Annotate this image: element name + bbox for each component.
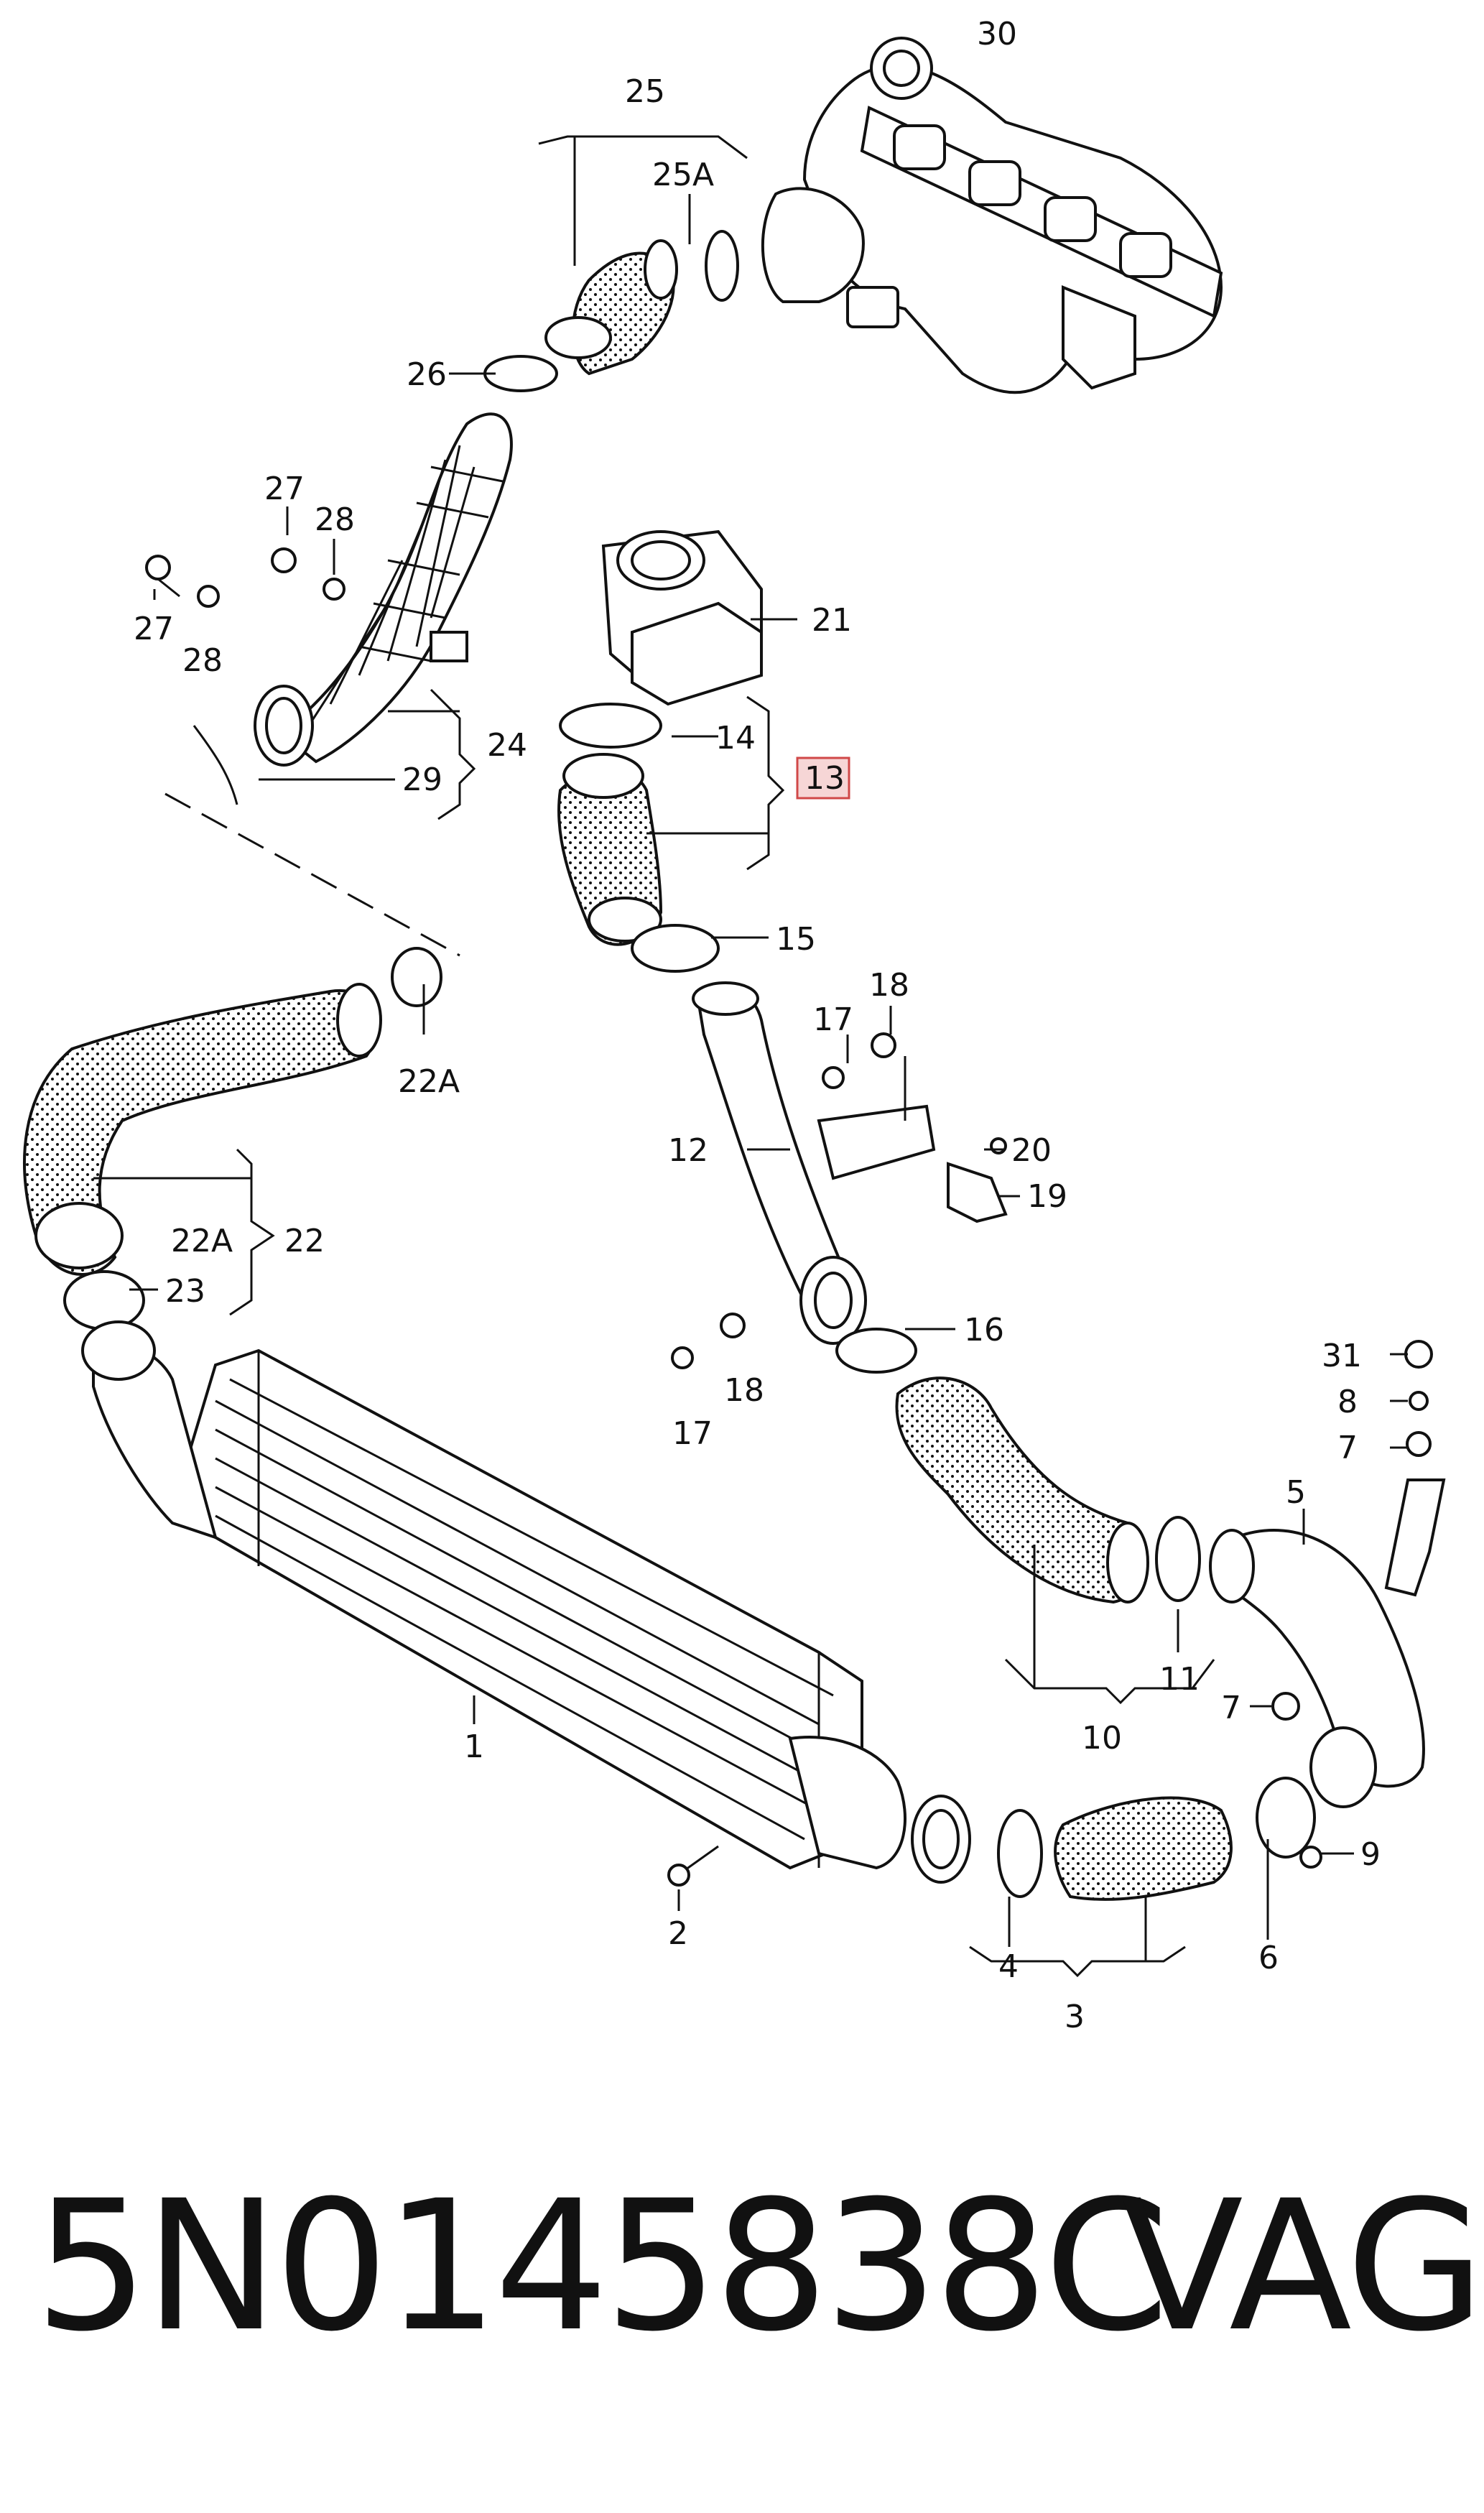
callout-label: 30 [977,16,1017,52]
parts-diagram: 30 25 25A 26 27 28 27 28 21 14 13 24 29 … [23,16,1446,2035]
callout-label: 15 [776,921,816,958]
callout-label: 27 [134,611,174,647]
callout-label: 19 [1027,1178,1067,1215]
callout-label: 18 [869,967,909,1004]
callout-label: 22A [171,1223,233,1259]
hose-22 [23,947,442,1330]
intercooler [81,1320,971,1884]
callout-label: 12 [668,1132,708,1169]
highlighted-callout-box [796,756,850,800]
callout-label: 23 [165,1273,205,1310]
leader-lines [93,135,1408,1978]
callout-label: 28 [315,501,355,538]
callout-labels: 30 25 25A 26 27 28 27 28 21 14 13 24 29 … [134,16,1381,2035]
callout-label: 6 [1258,1940,1279,1976]
pipe-5 [1209,1478,1446,1808]
callout-label: 22 [284,1223,325,1259]
callout-label: 28 [182,642,223,679]
callout-label: 27 [264,471,305,507]
callout-label: 22A [398,1063,460,1100]
callout-label: 14 [715,720,756,756]
callout-label: 29 [402,762,442,798]
callout-label: 17 [813,1001,853,1038]
part-number: 5N0145838C [34,2162,1169,2371]
callout-label: 11 [1159,1661,1200,1698]
callout-label: 25A [652,157,714,193]
callout-label: 9 [1360,1836,1381,1873]
callout-label: 1 [464,1728,484,1765]
callout-label: 8 [1337,1384,1358,1420]
callout-label: 7 [1221,1690,1241,1726]
callout-label: 4 [998,1948,1019,1985]
pipe-12 [692,981,1008,1374]
callout-label: 20 [1011,1132,1052,1169]
brand-name: VAG [1121,2162,1484,2371]
hose-10 [895,1376,1201,1604]
callout-label: 24 [487,727,527,764]
highlighted-callout-label: 13 [804,760,845,797]
callout-label: 18 [724,1372,764,1409]
turbocharger [761,37,1223,394]
callout-label: 31 [1322,1338,1362,1374]
callout-label: 10 [1082,1720,1122,1757]
callout-label: 21 [812,602,852,639]
hose-3 [997,1777,1316,1901]
callout-label: 26 [407,356,447,393]
throttle-body [601,529,763,706]
hardware [145,547,1433,1887]
callout-label: 3 [1065,1999,1085,2035]
callout-label: 16 [964,1312,1004,1348]
callout-label: 25 [625,73,665,110]
callout-label: 17 [672,1415,713,1452]
callout-label: 7 [1337,1430,1358,1466]
callout-label: 5 [1286,1474,1306,1511]
callout-label: 2 [668,1915,688,1952]
hose-13 [557,703,720,973]
charge-pipe-upper [254,230,739,767]
